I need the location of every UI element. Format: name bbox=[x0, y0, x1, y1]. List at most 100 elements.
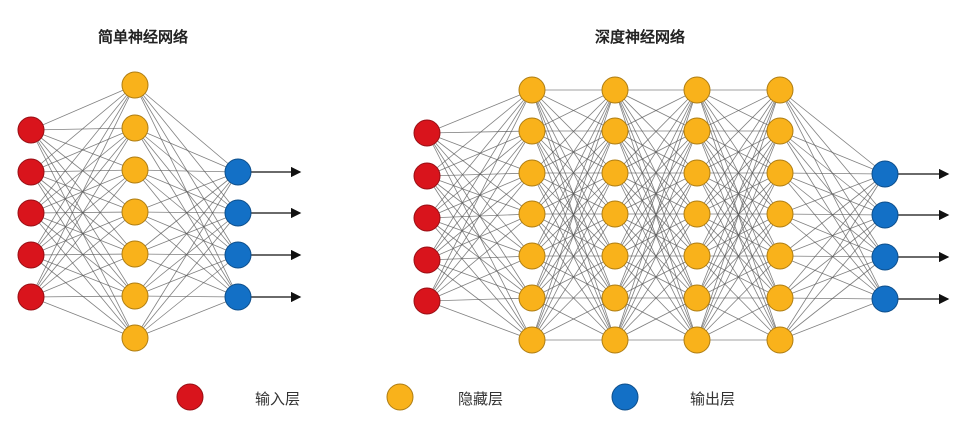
input-node bbox=[17, 241, 45, 269]
connection-edge bbox=[779, 173, 886, 215]
hidden-node bbox=[766, 117, 794, 145]
hidden-node bbox=[766, 159, 794, 187]
connection-edge bbox=[696, 297, 781, 341]
hidden-node bbox=[601, 76, 629, 104]
connection-edge bbox=[134, 171, 239, 255]
connection-edge bbox=[614, 213, 698, 341]
connection-edge bbox=[614, 172, 698, 341]
hidden-node bbox=[518, 76, 546, 104]
input-node bbox=[413, 287, 441, 315]
legend-input-label: 输入层 bbox=[255, 390, 301, 408]
output-node bbox=[224, 158, 252, 186]
connection-edge bbox=[531, 172, 616, 341]
connection-edge bbox=[426, 132, 533, 257]
connection-edge bbox=[696, 89, 781, 132]
hidden-node bbox=[121, 324, 149, 352]
connection-edge bbox=[426, 172, 533, 302]
connection-edge bbox=[531, 89, 616, 299]
hidden-node bbox=[683, 326, 711, 354]
output-node bbox=[224, 199, 252, 227]
connection-edge bbox=[426, 89, 533, 219]
connection-edge bbox=[531, 130, 616, 341]
connection-edge bbox=[426, 255, 533, 302]
connection-edge bbox=[614, 89, 698, 174]
connection-edge bbox=[30, 169, 136, 298]
hidden-node bbox=[766, 284, 794, 312]
connection-edge bbox=[134, 169, 239, 173]
connection-edge bbox=[134, 171, 239, 297]
output-node bbox=[871, 160, 899, 188]
connection-edge bbox=[134, 171, 239, 339]
output-node bbox=[224, 283, 252, 311]
connection-edge bbox=[134, 127, 239, 214]
connection-edge bbox=[426, 89, 533, 177]
hidden-node bbox=[683, 159, 711, 187]
hidden-node bbox=[518, 326, 546, 354]
connection-edge bbox=[614, 89, 698, 215]
connection-edge bbox=[426, 132, 533, 174]
input-node bbox=[413, 246, 441, 274]
legend-input-marker bbox=[176, 383, 204, 411]
connection-edge bbox=[696, 172, 781, 341]
hidden-node bbox=[518, 200, 546, 228]
connection-edge bbox=[426, 89, 533, 302]
connection-edge bbox=[696, 89, 781, 215]
legend-hidden-marker bbox=[386, 383, 414, 411]
connection-edge bbox=[426, 132, 533, 215]
hidden-node bbox=[601, 242, 629, 270]
connection-edge bbox=[426, 130, 533, 134]
connection-edge bbox=[696, 89, 781, 257]
connection-edge bbox=[614, 255, 698, 341]
connection-edge bbox=[30, 296, 136, 339]
connection-edge bbox=[134, 169, 239, 214]
connection-edge bbox=[134, 212, 239, 339]
connection-edge bbox=[30, 84, 136, 214]
connection-edge bbox=[531, 89, 616, 257]
connection-edge bbox=[531, 255, 616, 341]
input-node bbox=[17, 158, 45, 186]
hidden-node bbox=[121, 114, 149, 142]
input-node bbox=[413, 119, 441, 147]
connection-edge bbox=[426, 297, 533, 302]
output-node bbox=[871, 285, 899, 313]
connection-edge bbox=[134, 84, 239, 214]
connection-edge bbox=[779, 130, 886, 175]
hidden-node bbox=[601, 326, 629, 354]
connection-edge bbox=[779, 89, 886, 175]
deep-network-title: 深度神经网络 bbox=[594, 28, 686, 46]
connection-edge bbox=[531, 89, 616, 132]
hidden-node bbox=[601, 117, 629, 145]
hidden-node bbox=[766, 242, 794, 270]
hidden-node bbox=[121, 198, 149, 226]
hidden-node bbox=[766, 76, 794, 104]
hidden-node bbox=[683, 284, 711, 312]
connection-edge bbox=[134, 254, 239, 339]
input-node bbox=[17, 283, 45, 311]
hidden-node bbox=[121, 71, 149, 99]
connection-edge bbox=[531, 89, 616, 341]
hidden-node bbox=[683, 200, 711, 228]
connection-edge bbox=[779, 173, 886, 299]
connection-edge bbox=[779, 256, 886, 341]
connection-edge bbox=[531, 213, 616, 341]
connection-edge bbox=[614, 89, 698, 341]
hidden-node bbox=[601, 159, 629, 187]
connection-edge bbox=[426, 89, 533, 261]
connection-edge bbox=[426, 259, 533, 341]
connection-edge bbox=[30, 127, 136, 173]
input-node bbox=[413, 162, 441, 190]
connection-edge bbox=[696, 130, 781, 341]
connection-edge bbox=[614, 89, 698, 257]
connection-edge bbox=[134, 296, 239, 339]
hidden-node bbox=[121, 282, 149, 310]
connection-edge bbox=[30, 295, 136, 298]
connection-edge bbox=[134, 127, 239, 173]
hidden-node bbox=[518, 242, 546, 270]
hidden-node bbox=[601, 200, 629, 228]
connection-edge bbox=[614, 297, 698, 341]
connection-edge bbox=[30, 84, 136, 256]
connection-edge bbox=[134, 171, 239, 213]
connection-edge bbox=[30, 253, 136, 298]
legend-output-marker bbox=[611, 383, 639, 411]
connection-edge bbox=[696, 255, 781, 341]
